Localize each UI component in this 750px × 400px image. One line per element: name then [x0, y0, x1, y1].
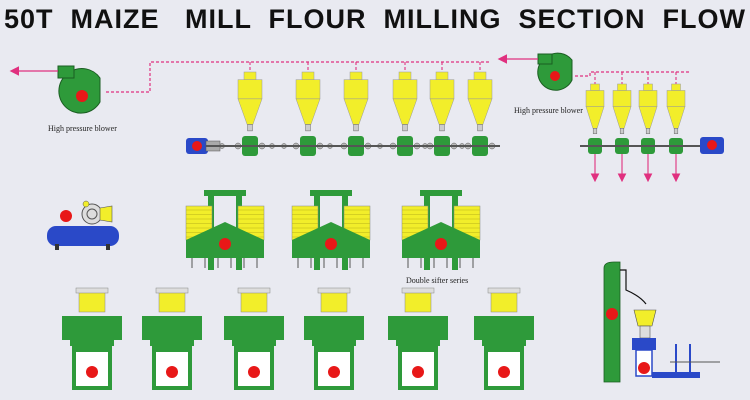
- mill: [142, 287, 202, 390]
- motor-left: [186, 138, 500, 154]
- cyclone: [392, 62, 418, 132]
- cyclone: [585, 72, 605, 134]
- cyclone: [295, 62, 321, 132]
- cyclone-icon: [237, 79, 263, 100]
- mill-icon: [474, 316, 534, 346]
- blower-left: [9, 65, 101, 114]
- cyclone: [467, 62, 493, 132]
- blower-right: [497, 52, 573, 91]
- airlock: [641, 138, 655, 183]
- blower-left-label: High pressure blower: [48, 124, 117, 133]
- cyclone: [237, 62, 263, 132]
- cyclone-row-right: [585, 72, 686, 183]
- cyclone-icon: [295, 79, 321, 100]
- mill-row: [62, 287, 534, 390]
- cyclone: [638, 72, 658, 134]
- sifter-row: [185, 190, 481, 270]
- duct-left: [106, 61, 490, 93]
- cyclone-row: [219, 62, 496, 156]
- mill: [304, 287, 364, 390]
- cyclone-icon: [666, 90, 686, 107]
- mill-icon: [142, 316, 202, 346]
- cyclone-icon: [585, 90, 605, 107]
- cyclone-icon: [467, 79, 493, 100]
- duct-right: [575, 71, 690, 77]
- elevator: [603, 261, 720, 383]
- cyclone-icon: [612, 90, 632, 107]
- cyclone: [343, 62, 369, 132]
- sifter: [401, 190, 481, 270]
- cyclone: [429, 62, 455, 132]
- sifter: [291, 190, 371, 270]
- mill-icon: [224, 316, 284, 346]
- cyclone-icon: [392, 79, 418, 100]
- page-title: 50T MAIZE MILL FLOUR MILLING SECTION FLO…: [4, 4, 746, 34]
- mill: [62, 287, 122, 390]
- mill-icon: [388, 316, 448, 346]
- mill: [224, 287, 284, 390]
- airlock: [340, 136, 372, 156]
- mill-icon: [62, 316, 122, 346]
- cyclone-icon: [429, 79, 455, 100]
- cyclone-icon: [638, 90, 658, 107]
- mill-icon: [304, 316, 364, 346]
- mill: [474, 287, 534, 390]
- airlock: [669, 138, 683, 183]
- airlock: [615, 138, 629, 183]
- airlock: [588, 138, 602, 183]
- motor-right: [580, 137, 724, 154]
- sifter: [185, 190, 265, 270]
- sifter-label: Double sifter series: [406, 276, 469, 285]
- cyclone: [612, 72, 632, 134]
- blower-right-label: High pressure blower: [514, 106, 583, 115]
- mill: [388, 287, 448, 390]
- compressor-icon: [47, 226, 119, 246]
- cyclone-icon: [343, 79, 369, 100]
- compressor: [47, 200, 119, 250]
- elevator-icon: [603, 261, 621, 383]
- cyclone: [666, 72, 686, 134]
